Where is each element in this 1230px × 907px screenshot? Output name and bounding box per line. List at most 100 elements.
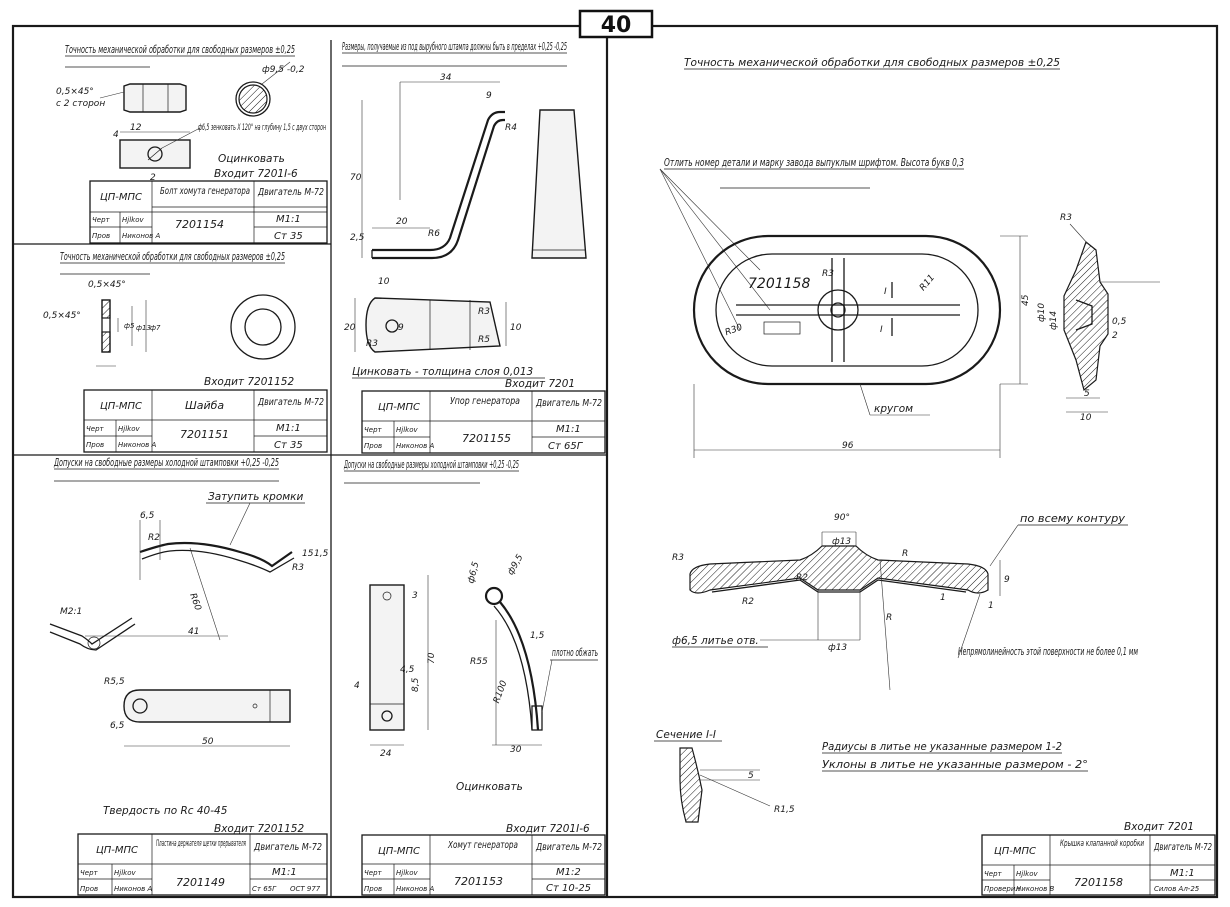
p6-dim-15: ф13: [832, 537, 851, 547]
p6-scale: М1:1: [1170, 868, 1195, 879]
p3-hole: [385, 319, 399, 333]
p6-dim-8: ф10: [1037, 303, 1047, 322]
p6-center-boss: [817, 289, 859, 331]
panel-washer: Точность механической обработки для своб…: [43, 251, 328, 453]
p4-hardness: Твердость по Rc 40-45: [103, 805, 228, 817]
p2-product: Двигатель М-72: [257, 397, 324, 408]
p2-dim-0: 0,5×45°: [88, 280, 126, 290]
p3-dim-6: 10: [378, 277, 390, 287]
p5-dim-8: R100: [492, 679, 510, 705]
p1-prov: Пров: [92, 232, 110, 240]
p3-dim-1: 9: [486, 91, 492, 101]
p5-dim-3: 4,5: [400, 665, 415, 675]
p6-long-section: [689, 545, 989, 594]
p6-org: ЦП-МПС: [994, 846, 1036, 857]
p6-dim-19: ф13: [828, 643, 847, 653]
p5-sign2: Никонов А: [396, 885, 435, 893]
panel-generator-stop: Размеры, получаемые из под вырубного шта…: [342, 41, 606, 454]
p6-dim-16: R2: [796, 573, 808, 583]
p3-dim-2: R4: [505, 123, 517, 133]
p3-name: Упор генератора: [450, 396, 520, 407]
p4-sign1: Hjlkov: [114, 869, 136, 877]
p2-sign2: Никонов А: [118, 441, 157, 449]
p1-note: Точность механической обработки для своб…: [65, 44, 295, 56]
p3-coating: Цинковать - толщина слоя 0,013: [352, 366, 533, 378]
p6-number: 7201158: [1074, 876, 1123, 889]
p2-org: ЦП-МПС: [100, 401, 142, 412]
p6-section: Сечение I-I: [656, 729, 716, 741]
p2-scale: М1:1: [276, 423, 301, 434]
p3-dim-11: R5: [478, 335, 490, 345]
p2-dim-3: ф13: [136, 324, 151, 332]
p1-finish: Оцинковать: [218, 153, 285, 165]
p1-sign2: Никонов А: [122, 232, 161, 240]
p3-product: Двигатель М-72: [535, 398, 602, 409]
p3-org: ЦП-МПС: [378, 402, 420, 413]
p6-prov: Проверил: [984, 885, 1020, 893]
p4-scale: М1:1: [272, 867, 297, 878]
p2-dim-1: 0,5×45°: [43, 311, 81, 321]
p5-cherk: Черт: [364, 869, 383, 877]
p3-cherk: Черт: [364, 426, 383, 434]
p6-enters: Входит 7201: [1124, 821, 1194, 833]
p5-dim-11: 70: [427, 652, 437, 664]
p4-cherk: Черт: [80, 869, 99, 877]
p3-material: Ст 65Г: [548, 441, 584, 452]
p3-sign2: Никонов А: [396, 442, 435, 450]
p2-washer-face: [230, 294, 296, 360]
p3-note: Размеры, получаемые из под вырубного шта…: [342, 41, 567, 53]
p4-dim-4: 15: [302, 549, 314, 559]
p4-material2: ОСТ 977: [290, 885, 321, 893]
p3-dim-3: 20: [396, 217, 408, 227]
p5-product: Двигатель М-72: [535, 842, 602, 853]
p6-dim-14: 90°: [834, 513, 850, 523]
p6-dim-10: 0,5: [1112, 317, 1127, 327]
p4-dim-9: R3: [292, 563, 304, 573]
p5-dim-2: 3: [412, 591, 418, 601]
p6-section-view: [679, 747, 703, 823]
p6-dim-23: R: [902, 549, 908, 559]
p2-washer-section-top: [101, 299, 111, 319]
p1-org: ЦП-МПС: [100, 192, 142, 203]
p6-section-dim-0: 5: [748, 771, 754, 781]
p6-dim-7: R3: [1060, 213, 1072, 223]
p2-number: 7201151: [180, 428, 229, 441]
p5-clamp-eye: [484, 586, 504, 606]
p1-bolt-side: [123, 83, 187, 113]
p4-spring-profile: [139, 541, 293, 568]
p6-dim-9: ф14: [1049, 311, 1059, 330]
p5-dim-6: R55: [470, 657, 488, 667]
p6-material: Силов Ал-25: [1154, 885, 1200, 893]
p4-dim-6: R5,5: [104, 677, 125, 687]
p6-dim-24: 1: [940, 593, 946, 603]
p5-clamp-curve: [499, 601, 540, 731]
p4-name: Пластина держателя щетки прерывателя: [156, 839, 246, 849]
p4-enters: Входит 7201152: [214, 823, 304, 835]
p3-bracket-side: [372, 110, 505, 252]
p6-center-hole: [830, 302, 846, 318]
p4-product: Двигатель М-72: [253, 842, 322, 853]
p1-dim-5: 2: [150, 173, 156, 183]
p2-washer-hole: [244, 308, 282, 346]
p6-dim-11: 2: [1112, 331, 1118, 341]
p3-dim-12: 10: [510, 323, 522, 333]
p1-dim-0: 0,5×45°: [56, 87, 94, 97]
p5-enters: Входит 7201I-6: [506, 823, 590, 835]
p3-dim-7: 20: [344, 323, 356, 333]
p4-detail-bend: [49, 617, 133, 645]
p3-dim-9: 9: [398, 323, 404, 333]
p6-note: Точность механической обработки для своб…: [684, 57, 1060, 69]
p1-cherk: Черт: [92, 216, 111, 224]
p6-cover-outer: [692, 234, 1002, 386]
p4-dim-5: М2:1: [60, 607, 82, 617]
p4-dim-3: 41: [188, 627, 199, 637]
p1-dim-1: с 2 сторон: [56, 99, 105, 109]
p6-dim-20: 9: [1004, 575, 1010, 585]
p2-dim-4: ф7: [150, 324, 161, 332]
p6-section-dim-1: R1,5: [774, 805, 795, 815]
p6-dim-17: R2: [742, 597, 754, 607]
p6-sign1: Hjlkov: [1016, 870, 1038, 878]
p6-dim-4: I: [880, 325, 883, 335]
p5-name: Хомут генератора: [447, 840, 518, 851]
p2-note: Точность механической обработки для своб…: [60, 251, 285, 263]
